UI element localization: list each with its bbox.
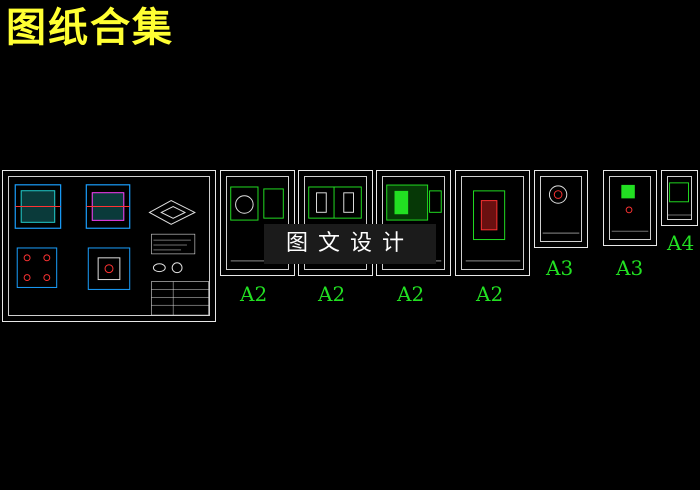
sheet-size-label: A2 [476,282,504,306]
part-drawing-icon [611,184,649,232]
watermark-label: 图文设计 [264,224,436,264]
sheet-size-label: A3 [616,256,644,280]
drawing-sheet-a2-4[interactable] [455,170,530,276]
sheet-size-label: A2 [318,282,346,306]
part-drawing-icon [465,190,521,262]
sheet-size-label: A2 [397,282,425,306]
drawing-sheet-a2-1[interactable] [220,170,295,276]
page-title: 图纸合集 [6,4,174,51]
drawing-sheet-a2-2[interactable] [298,170,373,276]
sheet-size-label: A3 [546,256,574,280]
drawing-sheet-a4[interactable] [661,170,698,226]
drawing-sheet-a3-1[interactable] [534,170,588,248]
part-drawing-icon [667,182,692,216]
assembly-drawing-icon [14,184,209,316]
part-drawing-icon [542,185,580,234]
sheet-size-label: A4 [667,231,695,255]
sheet-size-label: A2 [240,282,268,306]
assembly-drawing-sheet[interactable] [2,170,216,322]
drawing-sheet-a3-2[interactable] [603,170,657,246]
part-drawing-icon [230,186,286,262]
